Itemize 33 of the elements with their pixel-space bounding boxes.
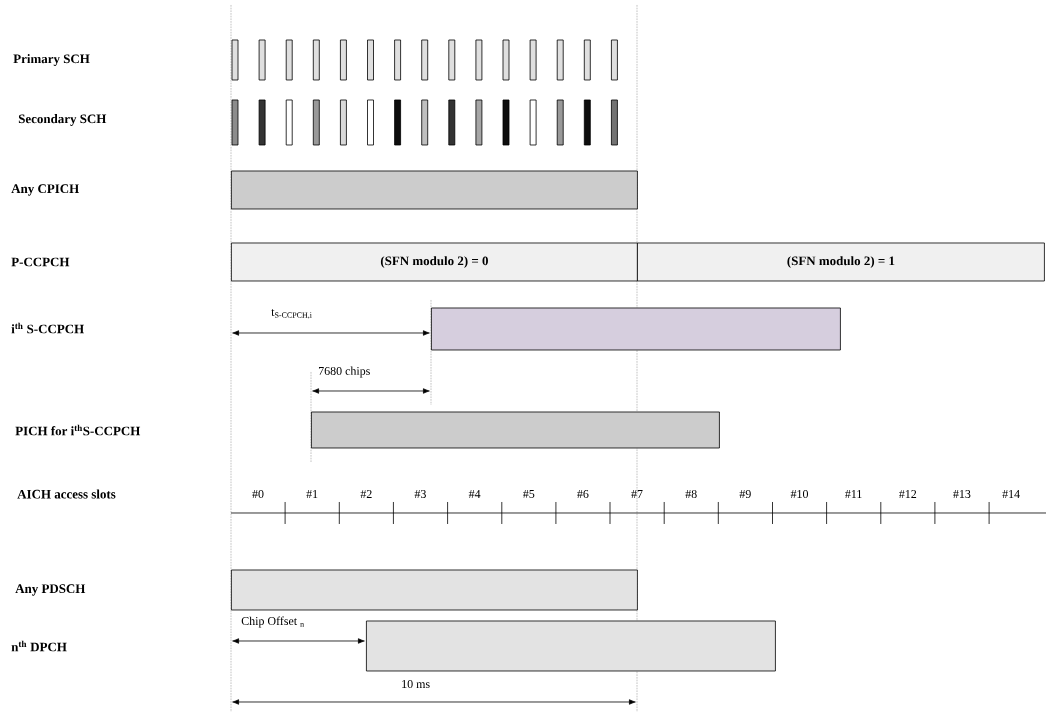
frame-box: (SFN modulo 2) = 1: [637, 242, 1045, 282]
row-label: n$^{th}$ DPCH: [11, 640, 67, 652]
slot-number: #6: [577, 489, 589, 498]
slot-number: #10: [790, 489, 808, 498]
slot-number: #13: [953, 489, 971, 498]
slot-number: #8: [685, 489, 697, 498]
row-label: Any CPICH: [11, 184, 79, 196]
slot-number: #12: [899, 490, 917, 498]
slot-number: #5: [523, 490, 535, 498]
slot-number: #11: [845, 490, 862, 498]
row-label: AICH access slots: [17, 489, 116, 499]
slot-number: #2: [360, 490, 372, 498]
row-label: Primary SCH: [13, 54, 90, 66]
channel-bar: [231, 170, 638, 210]
slot-number: #3: [414, 489, 426, 498]
channel-bar: [366, 620, 776, 672]
channel-bar: [311, 411, 720, 449]
dimension-label: 7680 chips: [319, 366, 370, 378]
row-label: Secondary SCH: [18, 114, 107, 126]
channel-bar: [231, 569, 638, 611]
row-label: PICH for i$^{th}$S-CCPCH: [15, 424, 141, 436]
slot-number: #1: [306, 490, 318, 498]
slot-number: #0: [252, 489, 264, 498]
row-label: P-CCPCH: [11, 257, 70, 267]
slot-number: #14: [1002, 490, 1020, 498]
slot-number: #9: [739, 489, 751, 498]
frame-box: (SFN modulo 2) = 0: [231, 242, 638, 282]
row-label: Any PDSCH: [15, 584, 86, 596]
slot-number: #4: [468, 490, 481, 498]
slot-number: #7: [631, 490, 643, 498]
channel-bar: [431, 307, 841, 351]
row-label: i$^{th}$ S-CCPCH: [11, 322, 84, 334]
dimension-label: t$_{S-CCPCH,i}$: [271, 309, 312, 319]
